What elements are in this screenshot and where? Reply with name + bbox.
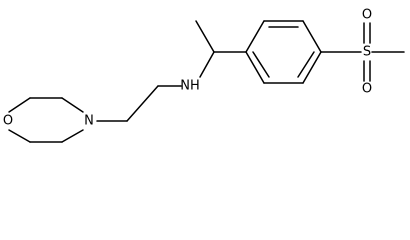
atom-label-amine-nh: NH <box>180 79 200 94</box>
atom-label-sulfonyl-oxygen-bottom: O <box>362 82 372 97</box>
bond-o-c-upper <box>8 97 31 113</box>
bond-ch-methyl <box>195 20 215 53</box>
ring-bond-6 <box>245 51 265 84</box>
atom-labels: O N NH S O O <box>3 8 372 129</box>
ring-bond-4 <box>302 51 322 84</box>
atom-label-morpholine-nitrogen: N <box>84 114 94 129</box>
bond-c-n-upper <box>61 97 84 113</box>
atom-label-sulfonyl-oxygen-top: O <box>362 8 372 23</box>
bond-lines <box>8 20 405 143</box>
bond-ch2-ch2 <box>126 85 159 122</box>
ring-double-bond-left <box>252 51 270 78</box>
atom-label-sulfur: S <box>363 45 371 60</box>
bond-c-o-lower <box>8 129 31 143</box>
chemical-structure-diagram: O N NH S O O <box>3 8 405 143</box>
ring-bond-3 <box>302 20 322 53</box>
bond-nh-ch <box>199 51 215 78</box>
atom-label-morpholine-oxygen: O <box>3 114 13 129</box>
ring-bond-1 <box>245 20 265 53</box>
ring-double-bond-right <box>297 51 315 78</box>
bond-n-c-lower <box>61 129 84 143</box>
